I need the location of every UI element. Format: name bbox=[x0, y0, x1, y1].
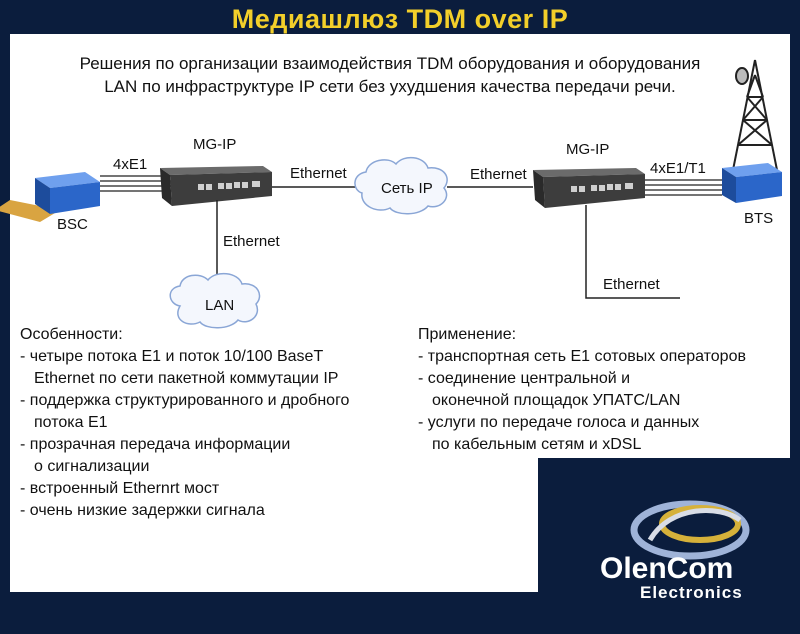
applications-line: - услуги по передаче голоса и данных bbox=[418, 414, 700, 431]
bts-label: BTS bbox=[744, 210, 774, 227]
features-line: - четыре потока E1 и поток 10/100 BaseT bbox=[20, 348, 324, 365]
link-left-label: 4xE1 bbox=[113, 156, 148, 173]
mg-right-label: MG-IP bbox=[566, 141, 610, 158]
ethernet-right-down-label: Ethernet bbox=[603, 276, 660, 293]
features-line: - очень низкие задержки сигнала bbox=[20, 502, 265, 519]
link-right-label: 4xE1/T1 bbox=[650, 160, 706, 177]
features-section: Особенности: - четыре потока E1 и поток … bbox=[20, 324, 349, 522]
applications-line: по кабельным сетям и xDSL bbox=[432, 436, 642, 453]
features-line: - поддержка структурированного и дробног… bbox=[20, 392, 350, 409]
e1-links-left bbox=[100, 175, 172, 192]
features-line: - встроенный Ethernrt мост bbox=[20, 480, 220, 497]
subtitle-line-1: Решения по организации взаимодействия TD… bbox=[79, 54, 701, 73]
bsc-equipment-icon bbox=[0, 172, 100, 222]
subtitle-line-2: LAN по инфраструктуре IP сети без ухудше… bbox=[104, 77, 676, 96]
applications-section: Применение: - транспортная сеть E1 сотов… bbox=[418, 324, 746, 456]
content-panel-lower bbox=[10, 457, 538, 592]
bsc-label: BSC bbox=[57, 216, 88, 233]
features-line: - прозрачная передача информации bbox=[20, 436, 291, 453]
applications-line: - соединение центральной и bbox=[418, 370, 631, 387]
applications-line: - транспортная сеть E1 сотовых операторо… bbox=[418, 348, 746, 365]
e1-links-right bbox=[636, 179, 722, 196]
applications-line: оконечной площадок УПАТС/LAN bbox=[432, 392, 681, 409]
cloud-ip-icon bbox=[354, 156, 448, 215]
features-line: Ethernet по сети пакетной коммутации IP bbox=[34, 370, 339, 387]
ethernet-right-top-label: Ethernet bbox=[470, 166, 527, 183]
subtitle: Решения по организации взаимодействия TD… bbox=[30, 52, 750, 98]
applications-heading: Применение: bbox=[418, 326, 517, 343]
page-title: Медиашлюз TDM over IP bbox=[231, 4, 569, 34]
cloud-lan-icon bbox=[169, 272, 261, 329]
mg-ip-left-device-icon bbox=[160, 166, 272, 206]
features-line: потока E1 bbox=[34, 414, 108, 431]
ethernet-left-down-label: Ethernet bbox=[223, 233, 280, 250]
ethernet-left-top-label: Ethernet bbox=[290, 165, 347, 182]
olencom-logo-icon bbox=[630, 500, 750, 560]
ethernet-links bbox=[216, 186, 680, 299]
features-heading: Особенности: bbox=[20, 326, 123, 343]
cloud-ip-label: Сеть IP bbox=[381, 180, 433, 197]
mg-left-label: MG-IP bbox=[193, 136, 237, 153]
logo-subtitle: Electronics bbox=[640, 583, 743, 602]
bts-equipment-icon bbox=[722, 163, 782, 203]
content-panel bbox=[10, 34, 790, 458]
cloud-lan-label: LAN bbox=[205, 297, 235, 314]
radio-tower-icon bbox=[732, 59, 778, 171]
features-line: о сигнализации bbox=[34, 458, 150, 475]
mg-ip-right-device-icon bbox=[533, 168, 645, 208]
logo-name: OlenCom bbox=[600, 552, 734, 585]
